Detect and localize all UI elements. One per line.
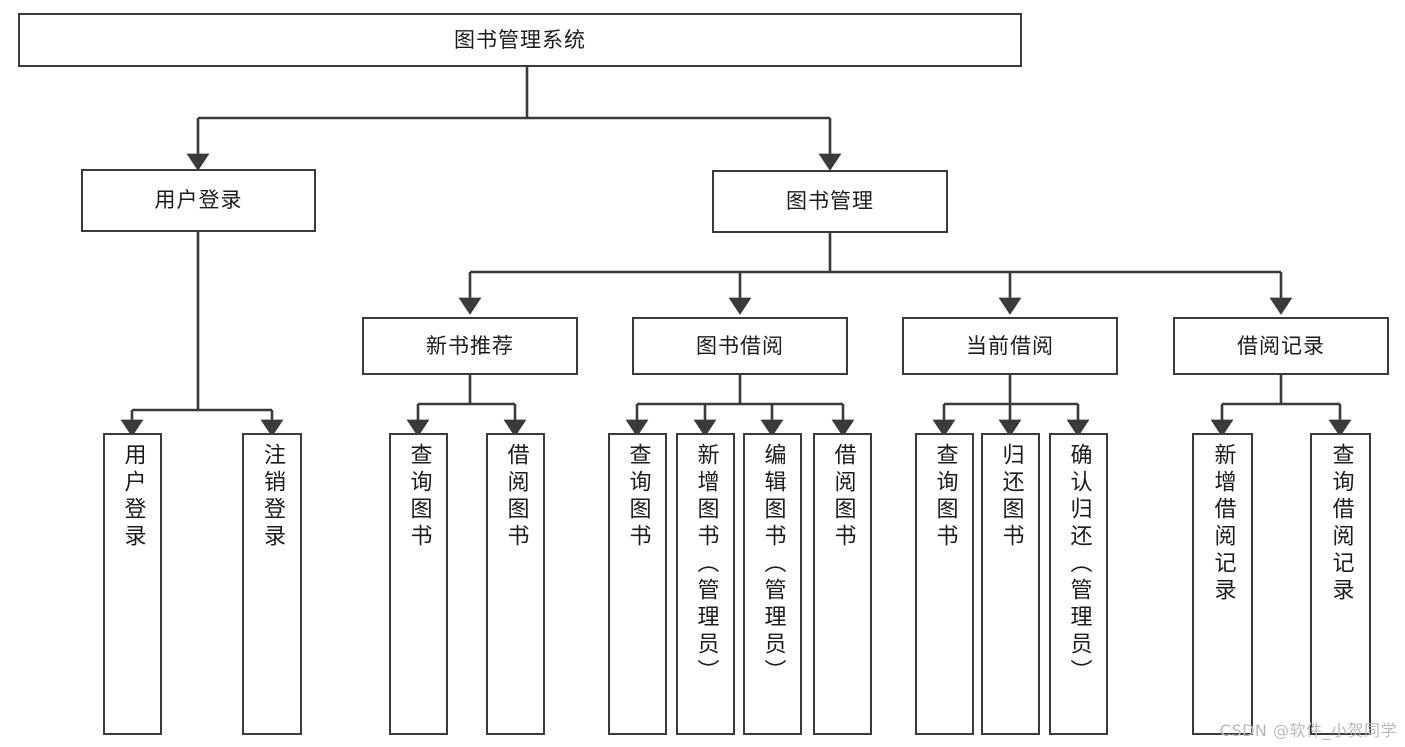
node-leaf-borrow-book-new[interactable]: 借阅图书 [486, 433, 545, 735]
node-root-system[interactable]: 图书管理系统 [18, 13, 1022, 67]
node-leaf-query-book-current[interactable]: 查询图书 [915, 433, 974, 735]
node-leaf-add-book[interactable]: 新增图书（管理员） [676, 433, 735, 735]
node-leaf-confirm-return[interactable]: 确认归还（管理员） [1049, 433, 1108, 735]
node-label: 新增图书（管理员） [693, 443, 719, 686]
node-label: 归还图书 [998, 443, 1024, 551]
node-leaf-logout[interactable]: 注销登录 [242, 433, 302, 735]
node-label: 图书借阅 [696, 333, 784, 358]
node-label: 借阅图书 [830, 443, 856, 551]
node-user-login[interactable]: 用户登录 [81, 169, 316, 232]
node-leaf-query-book-new[interactable]: 查询图书 [389, 433, 448, 735]
node-book-borrow[interactable]: 图书借阅 [632, 317, 848, 375]
node-label: 用户登录 [154, 188, 243, 213]
node-leaf-add-record[interactable]: 新增借阅记录 [1192, 433, 1253, 735]
node-label: 借阅图书 [503, 443, 529, 551]
node-label: 查询图书 [625, 443, 651, 551]
node-label: 新增借阅记录 [1210, 443, 1236, 605]
node-leaf-return-book[interactable]: 归还图书 [981, 433, 1040, 735]
node-label: 编辑图书（管理员） [760, 443, 786, 686]
node-label: 查询图书 [932, 443, 958, 551]
node-label: 当前借阅 [966, 333, 1054, 358]
node-label: 新书推荐 [426, 333, 514, 358]
node-label: 注销登录 [260, 443, 285, 551]
node-label: 图书管理 [786, 189, 874, 214]
node-borrow-record[interactable]: 借阅记录 [1173, 317, 1389, 375]
node-leaf-edit-book[interactable]: 编辑图书（管理员） [743, 433, 802, 735]
node-label: 确认归还（管理员） [1066, 443, 1092, 686]
csdn-watermark: CSDN @软件_小贺同学 [1219, 721, 1397, 740]
node-label: 用户登录 [120, 443, 146, 551]
node-label: 查询借阅记录 [1328, 443, 1354, 605]
node-leaf-query-record[interactable]: 查询借阅记录 [1310, 433, 1371, 735]
node-label: 查询图书 [406, 443, 432, 551]
node-leaf-query-book-borrow[interactable]: 查询图书 [608, 433, 667, 735]
node-current-borrow[interactable]: 当前借阅 [902, 317, 1118, 375]
node-label: 借阅记录 [1237, 333, 1325, 358]
node-leaf-borrow-book[interactable]: 借阅图书 [813, 433, 872, 735]
node-new-book-recommend[interactable]: 新书推荐 [362, 317, 578, 375]
node-label: 图书管理系统 [454, 27, 586, 52]
node-leaf-user-login[interactable]: 用户登录 [103, 433, 162, 735]
node-book-management[interactable]: 图书管理 [712, 170, 948, 233]
